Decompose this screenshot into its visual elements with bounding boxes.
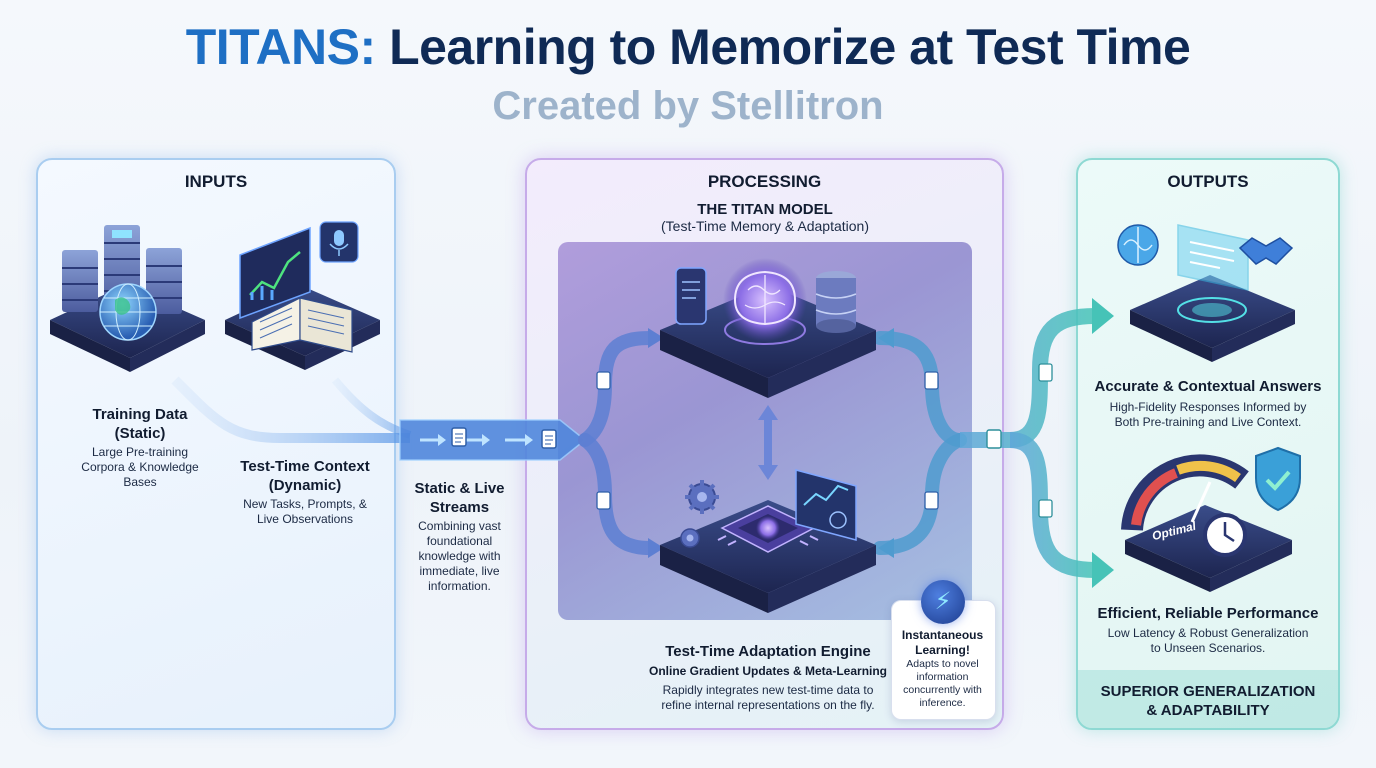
test-time-context-title: Test-Time Context (Dynamic) xyxy=(240,458,370,494)
training-data-title: Training Data (Static) xyxy=(92,406,188,442)
gear-icon xyxy=(685,480,719,514)
globe-icon xyxy=(99,283,157,341)
training-data-description: Large Pre-training Corpora & Knowledge B… xyxy=(81,445,199,489)
instant-learning-title: Instantaneous Learning! xyxy=(901,628,984,657)
document-icon xyxy=(1038,499,1053,518)
page-title: TITANS: Learning to Memorize at Test Tim… xyxy=(185,19,1191,75)
lightning-bolt-icon: ⚡ xyxy=(921,580,965,624)
processing-panel-title: PROCESSING xyxy=(707,172,822,191)
gear-icon xyxy=(680,528,700,548)
document-icon xyxy=(924,491,939,510)
accurate-answers-title: Accurate & Contextual Answers xyxy=(1094,378,1322,395)
adaptation-engine-subtitle: Online Gradient Updates & Meta-Learning xyxy=(648,664,888,678)
outputs-footer-band xyxy=(1078,670,1338,728)
brain-icon xyxy=(660,258,876,398)
open-book-icon xyxy=(251,297,353,353)
document-icon xyxy=(596,371,611,390)
streams-title: Static & Live Streams xyxy=(414,480,505,516)
page-subtitle: Created by Stellitron xyxy=(492,84,884,128)
adaptation-engine-description: Rapidly integrates new test-time data to… xyxy=(661,683,875,712)
document-icon xyxy=(924,371,939,390)
hologram-brain-icon xyxy=(1117,224,1295,362)
document-icon xyxy=(541,429,557,449)
streams-description: Combining vast foundational knowledge wi… xyxy=(418,519,501,593)
titan-model-title: THE TITAN MODEL xyxy=(697,201,833,218)
document-icon xyxy=(1038,363,1053,382)
chart-screen-icon xyxy=(795,469,857,541)
inputs-panel-title: INPUTS xyxy=(184,172,248,191)
titan-model-subtitle: (Test-Time Memory & Adaptation) xyxy=(661,218,869,234)
input-flow-lines xyxy=(171,376,587,461)
document-icon xyxy=(986,429,1002,449)
output-flow-lines xyxy=(960,308,1096,578)
document-icon xyxy=(451,427,467,447)
handshake-icon xyxy=(1238,237,1294,265)
outputs-panel-title: OUTPUTS xyxy=(1167,172,1249,191)
microphone-icon xyxy=(319,221,359,263)
efficient-performance-title: Efficient, Reliable Performance xyxy=(1097,605,1319,622)
clock-icon xyxy=(1203,513,1247,557)
adaptation-engine-title: Test-Time Adaptation Engine xyxy=(665,643,871,660)
efficient-performance-description: Low Latency & Robust Generalization to U… xyxy=(1107,626,1309,655)
test-time-context-description: New Tasks, Prompts, & Live Observations xyxy=(243,497,367,526)
tablet-icon xyxy=(675,267,707,325)
document-icon xyxy=(596,491,611,510)
shield-check-icon xyxy=(1255,446,1301,512)
accurate-answers-description: High-Fidelity Responses Informed by Both… xyxy=(1109,400,1307,429)
chat-screen-icon xyxy=(1177,224,1249,291)
database-icon xyxy=(815,271,857,333)
outputs-footer-label: SUPERIOR GENERALIZATION & ADAPTABILITY xyxy=(1100,683,1316,719)
instant-learning-description: Adapts to novel information concurrently… xyxy=(903,658,982,709)
